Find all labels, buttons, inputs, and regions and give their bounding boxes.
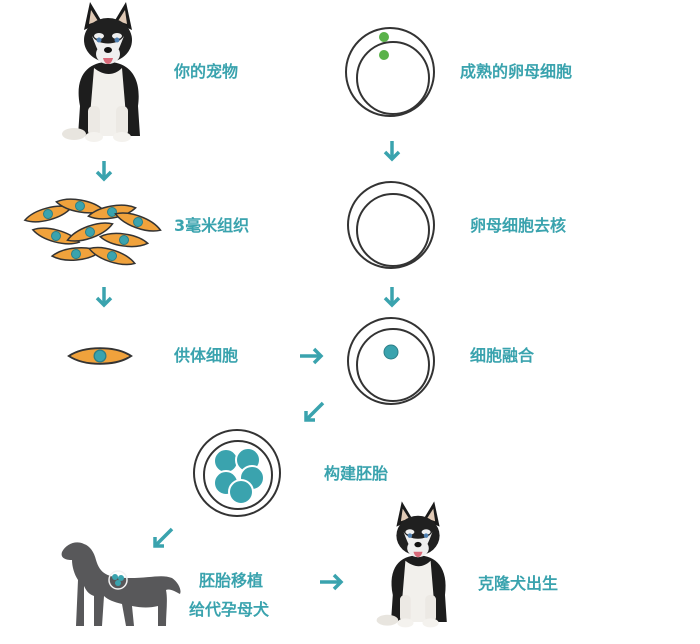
cloned-puppy-icon xyxy=(376,501,447,628)
husky-puppy-icon xyxy=(62,2,140,142)
arrow-icon xyxy=(304,401,325,422)
step-tissue-label: 3毫米组织 xyxy=(174,216,250,235)
arrow-icon xyxy=(95,159,113,181)
step-pet-label: 你的宠物 xyxy=(174,62,239,81)
arrow-icon xyxy=(298,347,323,365)
step-transfer-label-1: 胚胎移植 xyxy=(199,571,264,590)
donor-cell-icon xyxy=(67,347,133,365)
step-enucleate-label: 卵母细胞去核 xyxy=(470,216,567,235)
step-transfer-label-2: 给代孕母犬 xyxy=(189,600,270,619)
embryo-icon xyxy=(193,429,281,517)
step-donor-cell-label: 供体细胞 xyxy=(174,346,239,365)
mature-egg-icon xyxy=(345,27,435,117)
arrow-icon xyxy=(318,573,343,591)
arrow-icon xyxy=(383,285,401,307)
step-embryo-label: 构建胚胎 xyxy=(324,464,389,483)
arrow-icon xyxy=(153,527,174,548)
arrow-icon xyxy=(95,285,113,307)
arrow-icon xyxy=(383,139,401,161)
enucleated-egg-icon xyxy=(347,181,435,269)
fused-cell-icon xyxy=(347,317,435,405)
surrogate-dog-icon xyxy=(61,542,181,626)
tissue-cells-icon xyxy=(22,195,164,270)
step-egg-label: 成熟的卵母细胞 xyxy=(460,62,573,81)
step-birth-label: 克隆犬出生 xyxy=(478,574,559,593)
step-fusion-label: 细胞融合 xyxy=(470,346,535,365)
